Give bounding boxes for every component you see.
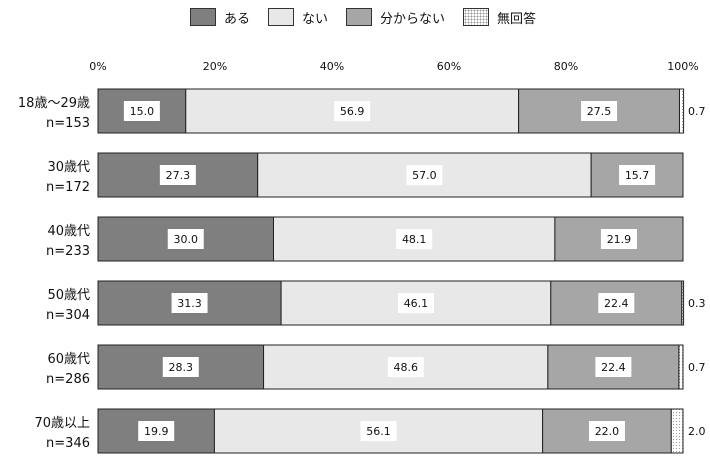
bar-row: 30.0 48.1 21.9 [97,216,684,262]
data-label-outside: 0.7 [688,105,706,118]
legend-item-wakaranai: 分からない [346,8,445,27]
data-label-box [167,229,204,249]
data-label: 48.6 [393,361,418,374]
data-label: 21.9 [607,233,632,246]
x-tick-label: 80% [554,60,578,73]
data-label-box [595,357,632,377]
data-label: 15.0 [130,105,155,118]
legend-swatch-nai [268,8,295,26]
bar-segment [97,216,274,262]
data-label-box [598,293,635,313]
x-tick-label: 60% [437,60,461,73]
category-label: 40歳代 [47,224,90,239]
legend-item-aru: ある [190,8,250,27]
legend-label-aru: ある [224,11,251,27]
data-label: 19.9 [144,425,169,438]
bar-row: 19.9 56.1 22.0 2.0 [97,408,706,454]
x-tick-label: 0% [89,60,106,73]
data-label-box [406,165,443,185]
bar-segment [213,408,544,454]
category-sample-size: n=286 [46,372,90,387]
category-sample-size: n=233 [46,244,90,259]
data-label-box [162,357,199,377]
legend-swatch-mukaitou [463,8,490,26]
data-label-box [334,101,371,121]
data-label: 30.0 [174,233,199,246]
bar-segment [681,280,685,326]
data-label: 15.7 [625,169,650,182]
data-label: 56.9 [340,105,365,118]
category-label: 70歳以上 [34,416,90,431]
data-label-box [619,165,656,185]
category-label: 18歳〜29歳 [18,96,90,111]
data-label: 22.0 [595,425,620,438]
data-label-box [360,421,397,441]
data-label-box [123,101,160,121]
category-label: 50歳代 [47,288,90,303]
data-label: 56.1 [366,425,391,438]
data-label: 57.0 [412,169,437,182]
bar-segment [678,88,685,134]
legend-label-mukaitou: 無回答 [497,11,537,27]
legend-item-nai: ない [268,8,328,27]
data-label-box [159,165,196,185]
x-tick-label: 40% [320,60,344,73]
data-label-box [387,357,424,377]
category-sample-size: n=153 [46,116,90,131]
legend-item-mukaitou: 無回答 [463,8,536,27]
data-label-box [396,229,433,249]
category-label: 60歳代 [47,352,90,367]
legend-label-nai: ない [302,11,329,27]
bar-row: 15.0 56.9 27.5 0.7 [97,88,706,134]
data-label-outside: 2.0 [688,425,706,438]
data-label: 22.4 [604,297,629,310]
data-label-box [581,101,618,121]
bar-row: 27.3 57.0 15.7 [97,152,684,198]
data-label: 22.4 [601,361,626,374]
data-label: 46.1 [404,297,429,310]
data-label-outside: 0.3 [688,297,706,310]
legend-label-wakaranai: 分からない [380,11,446,27]
category-label: 30歳代 [47,160,90,175]
bar-segment [670,408,684,454]
data-label-box [171,293,208,313]
legend-swatch-aru [190,8,216,26]
bar-row: 31.3 46.1 22.4 0.3 [97,280,706,326]
data-label: 48.1 [402,233,427,246]
data-label-box [397,293,434,313]
x-tick-label: 20% [203,60,227,73]
data-label: 28.3 [169,361,194,374]
data-label: 27.3 [166,169,191,182]
data-label: 27.5 [587,105,612,118]
category-labels: 18歳〜29歳 n=153 30歳代 n=172 40歳代 n=233 50歳代 n=304 6… [18,96,90,451]
data-label: 31.3 [177,297,202,310]
x-axis: 0% 20% 40% 60% 80% 100% [89,60,698,73]
bar-segment [185,88,520,134]
legend: ある ない 分からない 無回答 [190,6,554,28]
bar-segment [678,344,684,390]
legend-swatch-wakaranai [346,8,373,26]
data-label-box [138,421,175,441]
x-tick-label: 100% [667,60,698,73]
bar-row: 28.3 48.6 22.4 0.7 [97,344,706,390]
data-label-box [600,229,637,249]
category-sample-size: n=172 [46,180,90,195]
data-label-outside: 0.7 [688,361,706,374]
category-sample-size: n=304 [46,308,90,323]
data-label-box [588,421,625,441]
category-sample-size: n=346 [46,436,90,451]
